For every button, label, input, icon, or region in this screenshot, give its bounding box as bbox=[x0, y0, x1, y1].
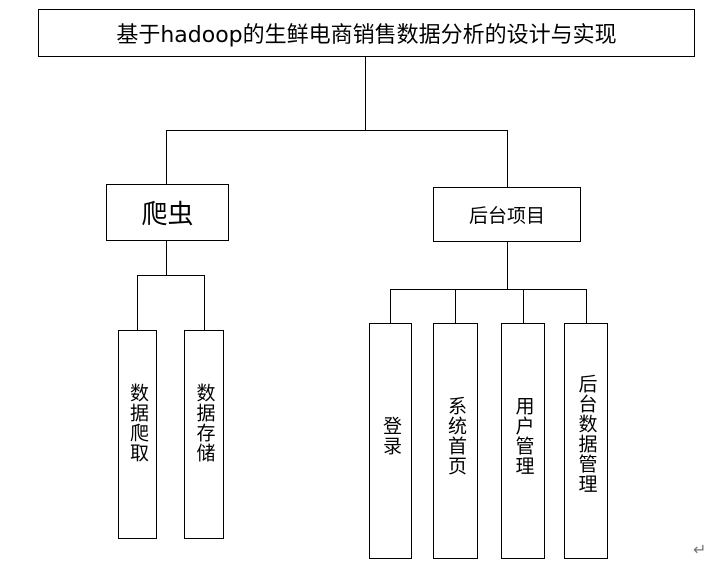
connector bbox=[455, 289, 456, 324]
connector bbox=[507, 130, 508, 187]
connector bbox=[166, 241, 167, 275]
paragraph-mark: ↵ bbox=[693, 540, 707, 559]
leaf-node-login: 登录 bbox=[369, 323, 412, 559]
leaf-label: 后台数据管理 bbox=[575, 374, 598, 494]
diagram-title: 基于hadoop的生鲜电商销售数据分析的设计与实现 bbox=[116, 23, 617, 48]
leaf-node-backend-data-management: 后台数据管理 bbox=[564, 323, 608, 559]
leaf-node-data-storage: 数据存储 bbox=[184, 330, 224, 539]
connector bbox=[390, 289, 587, 290]
leaf-node-user-management: 用户管理 bbox=[501, 323, 545, 559]
connector bbox=[507, 242, 508, 289]
connector bbox=[166, 130, 167, 184]
crawler-node: 爬虫 bbox=[106, 184, 229, 241]
backend-node: 后台项目 bbox=[433, 187, 581, 242]
leaf-label: 数据爬取 bbox=[126, 383, 149, 463]
connector bbox=[137, 275, 138, 331]
leaf-node-data-crawling: 数据爬取 bbox=[118, 330, 157, 539]
connector bbox=[166, 130, 508, 131]
connector bbox=[365, 57, 366, 130]
leaf-node-system-home: 系统首页 bbox=[433, 323, 478, 559]
crawler-label: 爬虫 bbox=[141, 200, 194, 230]
connector bbox=[523, 289, 524, 324]
backend-label: 后台项目 bbox=[468, 205, 545, 227]
diagram-title-box: 基于hadoop的生鲜电商销售数据分析的设计与实现 bbox=[38, 9, 695, 57]
connector bbox=[137, 275, 205, 276]
connector bbox=[586, 289, 587, 324]
connector bbox=[204, 275, 205, 331]
connector bbox=[390, 289, 391, 324]
leaf-label: 登录 bbox=[379, 416, 402, 456]
leaf-label: 系统首页 bbox=[444, 396, 467, 476]
leaf-label: 用户管理 bbox=[512, 396, 535, 476]
leaf-label: 数据存储 bbox=[193, 383, 216, 463]
